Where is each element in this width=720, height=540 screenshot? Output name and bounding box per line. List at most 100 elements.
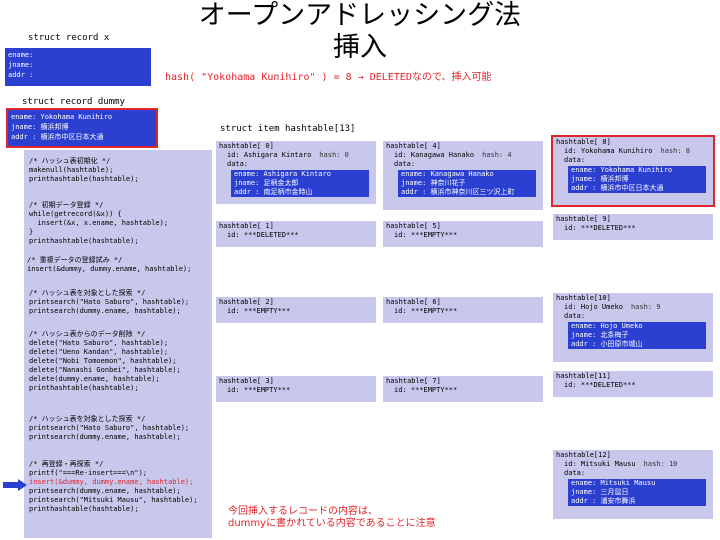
note-line2: dummyに書かれている内容であることに注意 [228, 518, 436, 529]
cell-id: id: ***EMPTY*** [394, 386, 458, 394]
code-line: printsearch(dummy.ename, hashtable); [29, 433, 181, 441]
hashtable-cell-6: hashtable[ 6] id: ***EMPTY*** [383, 297, 543, 323]
code-line: /* 重複データの登録試み */ [27, 256, 123, 264]
cell-ename: ename: Kanagawa Hanako [401, 170, 494, 178]
cell-hash: hash: 8 [660, 147, 691, 155]
code-line: printhashtable(hashtable); [29, 237, 139, 245]
hashtable-cell-8: hashtable[ 8] id: Yokohama Kunihiro hash:… [551, 135, 715, 207]
code-line: /* ハッシュ表を対象とした探索 */ [29, 289, 146, 297]
cell-id: id: ***DELETED*** [564, 381, 636, 389]
code-line: printhashtable(hashtable); [29, 505, 139, 513]
cell-data-label: data: [564, 156, 586, 164]
code-line: printhashtable(hashtable); [29, 175, 139, 183]
cell-id: id: ***DELETED*** [227, 231, 299, 239]
title-line1: オープンアドレッシング法 [198, 0, 522, 31]
hashtable-cell-9: hashtable[ 9] id: ***DELETED*** [553, 214, 713, 240]
insert-note: 今回挿入するレコードの内容は、 dummyに書かれている内容であることに注意 [228, 506, 436, 530]
cell-data-label: data: [564, 469, 586, 477]
note-line1: 今回挿入するレコードの内容は、 [228, 506, 378, 517]
record-x-heading: struct record x [28, 33, 110, 43]
cell-addr: addr : 横浜市神奈川区三ツ沢上町 [401, 188, 515, 196]
cell-title: hashtable[ 0] [219, 142, 274, 150]
cell-id: id: Kanagawa Hanako [394, 151, 475, 159]
record-x-ename: ename: [8, 51, 34, 59]
cell-data-label: data: [394, 160, 416, 168]
record-dummy-jname: jname: 横浜邦博 [11, 123, 69, 131]
cell-id: id: ***EMPTY*** [394, 307, 458, 315]
cell-title: hashtable[ 5] [386, 222, 441, 230]
cell-id: id: Ashigara Kintaro [227, 151, 312, 159]
code-line: delete("Ueno Kandan", hashtable); [29, 348, 169, 356]
code-panel [24, 150, 212, 538]
code-line: delete("Hato Saburo", hashtable); [29, 339, 169, 347]
record-x-addr: addr : [8, 71, 34, 79]
cell-addr: addr : 横浜市中区日本大通 [571, 184, 664, 192]
hashtable-cell-3: hashtable[ 3] id: ***EMPTY*** [216, 376, 376, 402]
code-block-search1: /* ハッシュ表を対象とした探索 */ printsearch("Hato Sa… [29, 289, 189, 316]
code-block-delete: /* ハッシュ表からのデータ削除 */ delete("Hato Saburo"… [29, 330, 181, 393]
cell-addr: addr : 浦安市舞浜 [571, 497, 636, 505]
code-line: /* 初期データ登録 */ [29, 201, 104, 209]
cell-jname: jname: 足柄金太郎 [234, 179, 299, 187]
cell-title: hashtable[11] [556, 372, 611, 380]
code-line: delete("Nanashi Gonbei", hashtable); [29, 366, 181, 374]
hashtable-cell-2: hashtable[ 2] id: ***EMPTY*** [216, 297, 376, 323]
code-line: makenull(hashtable); [29, 166, 114, 174]
cell-title: hashtable[ 1] [219, 222, 274, 230]
cell-id: id: ***EMPTY*** [227, 307, 291, 315]
cell-title: hashtable[ 6] [386, 298, 441, 306]
code-line: printhashtable(hashtable); [29, 384, 139, 392]
cell-data-box: ename: Yokohama Kunihiro jname: 横浜邦博 add… [568, 166, 706, 193]
code-line: printsearch("Hato Saburo", hashtable); [29, 298, 190, 306]
code-line: insert(&dummy, dummy.ename, hashtable); [27, 265, 192, 273]
cell-hash: hash: 9 [631, 303, 661, 311]
record-dummy-heading: struct record dummy [22, 97, 125, 107]
cell-ename: ename: Yokohama Kunihiro [571, 166, 673, 174]
cell-title: hashtable[12] [556, 451, 611, 459]
code-block-init: /* ハッシュ表初期化 */ makenull(hashtable); prin… [29, 157, 139, 184]
title-line2: 挿入 [333, 32, 387, 63]
cell-hash: hash: 4 [482, 151, 512, 159]
page-title: オープンアドレッシング法 挿入 [0, 0, 720, 64]
cell-data-label: data: [564, 312, 586, 320]
cell-jname: jname: 三月鼠日 [571, 488, 629, 496]
cell-title: hashtable[10] [556, 294, 611, 302]
code-line: printsearch("Mitsuki Mausu", hashtable); [29, 496, 198, 504]
cell-addr: addr : 小田原市城山 [571, 340, 643, 348]
hashtable-heading: struct item hashtable[13] [220, 124, 356, 134]
hash-line: hash( "Yokohama Kunihiro" ) = 8 → DELETE… [165, 72, 492, 83]
code-block-register: /* 初期データ登録 */ while(getrecord(&x)) { ins… [29, 201, 168, 246]
cell-id: id: Mitsuki Mausu [564, 460, 636, 468]
record-dummy-ename: ename: Yokohama Kunihiro [11, 113, 113, 121]
cell-title: hashtable[ 4] [386, 142, 441, 150]
code-line: delete(dummy.ename, hashtable); [29, 375, 160, 383]
cell-jname: jname: 神奈川花子 [401, 179, 466, 187]
code-line: printsearch(dummy.ename, hashtable); [29, 487, 181, 495]
code-line: /* ハッシュ表初期化 */ [29, 157, 111, 165]
hashtable-cell-11: hashtable[11] id: ***DELETED*** [553, 371, 713, 397]
cell-jname: jname: 北条梅子 [571, 331, 629, 339]
cell-id: id: Yokohama Kunihiro [564, 147, 653, 155]
cell-title: hashtable[ 8] [556, 138, 611, 146]
record-dummy-box: ename: Yokohama Kunihiro jname: 横浜邦博 add… [6, 108, 158, 148]
record-x-box: ename: jname: addr : [5, 48, 151, 86]
cell-ename: ename: Hojo Umeko [571, 322, 643, 330]
cell-data-box: ename: Hojo Umeko jname: 北条梅子 addr : 小田原… [568, 322, 706, 349]
code-line: printf("===Re-insert===\n"); [29, 469, 148, 477]
hashtable-cell-5: hashtable[ 5] id: ***EMPTY*** [383, 221, 543, 247]
code-line: delete("Nobi Tomoemon", hashtable); [29, 357, 177, 365]
code-line: while(getrecord(&x)) { [29, 210, 122, 218]
code-block-duplicate: /* 重複データの登録試み */ insert(&dummy, dummy.en… [27, 256, 191, 274]
cell-jname: jname: 横浜邦博 [571, 175, 629, 183]
code-line: /* ハッシュ表からのデータ削除 */ [29, 330, 146, 338]
cell-id: id: ***DELETED*** [564, 224, 636, 232]
cell-data-label: data: [227, 160, 249, 168]
cell-hash: hash: 10 [643, 460, 678, 468]
code-line: printsearch(dummy.ename, hashtable); [29, 307, 181, 315]
code-block-search2: /* ハッシュ表を対象とした探索 */ printsearch("Hato Sa… [29, 415, 189, 442]
cell-data-box: ename: Mitsuki Mausu jname: 三月鼠日 addr : … [568, 479, 706, 506]
cell-title: hashtable[ 9] [556, 215, 611, 223]
code-block-reinsert: /* 再登録・再探索 */ printf("===Re-insert===\n"… [29, 460, 198, 514]
